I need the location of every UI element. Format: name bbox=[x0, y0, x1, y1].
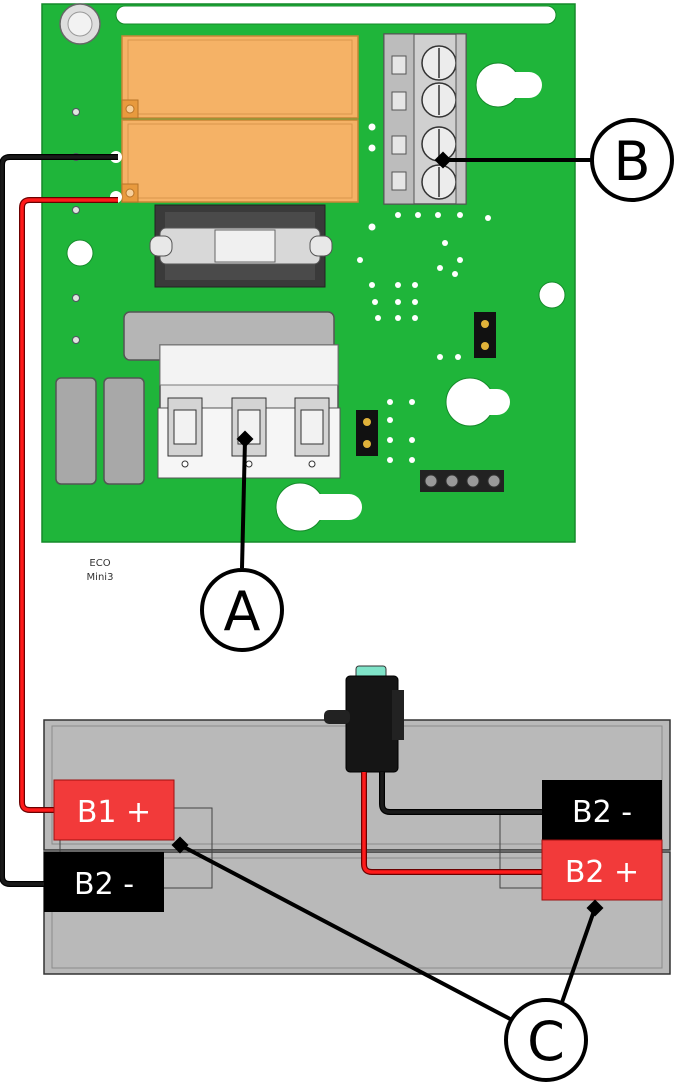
power-connector bbox=[123, 311, 341, 479]
callout-b: B bbox=[590, 118, 674, 202]
keyhole-middle-right bbox=[445, 377, 510, 427]
vias bbox=[110, 123, 491, 463]
capacitor-left bbox=[55, 377, 97, 485]
relay-top bbox=[121, 35, 359, 119]
board-model-line2: Mini3 bbox=[87, 572, 114, 583]
capacitor-right bbox=[103, 377, 145, 485]
callout-a-label: A bbox=[224, 580, 261, 643]
callout-a: A bbox=[200, 568, 284, 652]
terminal-b2-minus-left: B2 - bbox=[44, 852, 164, 912]
wires bbox=[0, 154, 544, 887]
mount-hole-left bbox=[66, 239, 94, 267]
callout-c: C bbox=[504, 998, 588, 1082]
fuse-holder bbox=[149, 204, 333, 288]
board-model-line1: ECO bbox=[89, 558, 110, 569]
callout-c-label: C bbox=[527, 1010, 565, 1073]
pin-header bbox=[420, 470, 504, 492]
fuse-icon bbox=[324, 665, 404, 773]
terminal-b1-plus: B1 + bbox=[53, 779, 175, 841]
jumper-icon bbox=[474, 312, 496, 358]
relay-bottom bbox=[121, 119, 359, 203]
terminal-b1-plus-label: B1 + bbox=[77, 795, 151, 830]
mount-hole-right bbox=[538, 281, 566, 309]
jumper-icon bbox=[356, 410, 378, 456]
callout-markers bbox=[171, 151, 604, 917]
terminal-b2-plus-right-label: B2 + bbox=[565, 855, 639, 890]
callout-b-label: B bbox=[613, 130, 650, 193]
pcb-board bbox=[41, 3, 576, 543]
keyhole-top-right bbox=[475, 62, 542, 108]
callout-leaders bbox=[179, 158, 597, 1022]
keyhole-bottom bbox=[275, 482, 362, 532]
terminal-b2-plus-right: B2 + bbox=[541, 839, 663, 901]
screw-terminal-block bbox=[383, 33, 467, 205]
terminal-b2-minus-left-label: B2 - bbox=[74, 867, 134, 902]
terminal-b2-minus-right: B2 - bbox=[542, 780, 662, 840]
terminal-b2-minus-right-label: B2 - bbox=[572, 795, 632, 830]
